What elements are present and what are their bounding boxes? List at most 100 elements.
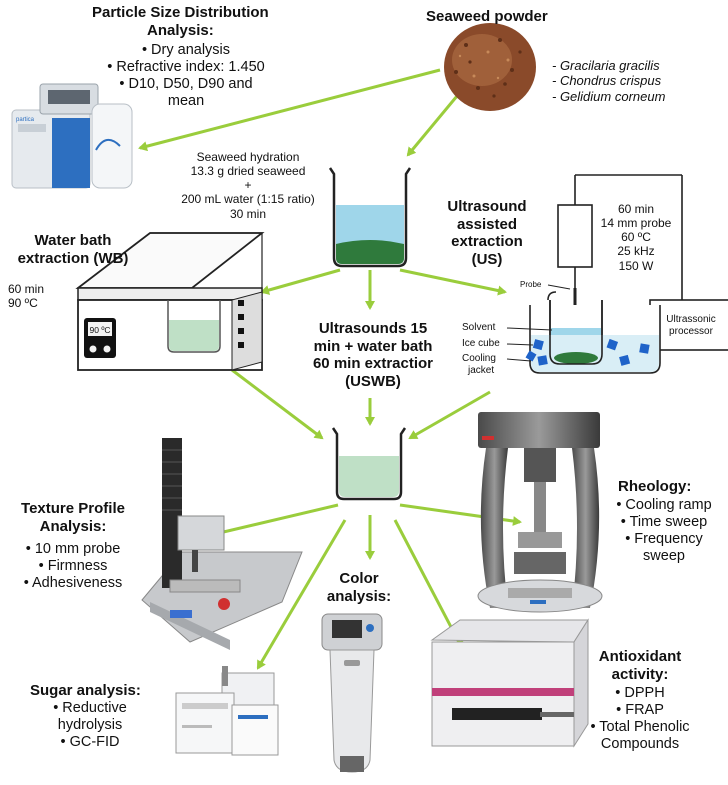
psd-item-4: mean (167, 93, 205, 110)
us-title-line-2: assisted (456, 215, 518, 233)
psd-title-line-1: Particle Size Distribution (92, 4, 269, 21)
ultrasonic-processor-label: Ultrassonic processor (652, 314, 728, 338)
colorimeter-image (321, 613, 383, 773)
us-title-line-3: extraction (451, 233, 523, 251)
wb-param-time: 60 min (8, 282, 45, 296)
extract-beaker-image (331, 427, 407, 501)
rheology-item-3: • Frequency (625, 531, 703, 548)
psd-title-line-2: Analysis: (147, 21, 214, 39)
rheology-item-4: sweep (643, 548, 685, 565)
water-bath-image (75, 232, 265, 371)
processor-label-2: processor (669, 325, 713, 337)
texture-analyzer-image (141, 438, 303, 650)
arrow-wb-to-extract (231, 368, 324, 440)
us-param-time: 60 min (617, 202, 655, 216)
us-solvent-label: Solvent (462, 322, 496, 333)
us-cooling-label-2: jacket (468, 364, 495, 376)
tpa-title-line-2: Analysis: (39, 517, 107, 535)
arrow-powder-to-psd (138, 68, 441, 152)
us-param-temp: 60 ºC (621, 230, 651, 245)
antioxidant-title-line-1: Antioxidant (598, 648, 682, 665)
psd-title: Particle Size Distribution Analysis: (92, 4, 269, 39)
arrow-powder-to-beaker (406, 89, 464, 157)
wb-title-line-2: extraction (WB) (17, 249, 129, 267)
us-params: 60 min 14 mm probe 60 ºC 25 kHz 150 W (598, 202, 674, 273)
rheology-items: • Cooling ramp • Time sweep • Frequency … (604, 497, 724, 565)
antioxidant-title-line-2: activity: (611, 665, 669, 683)
us-cooling-label-1: Cooling (462, 353, 496, 364)
arrow-us-to-extract (408, 390, 491, 440)
us-ice-label: Ice cube (462, 338, 500, 349)
color-title: Color analysis: (322, 570, 396, 605)
antioxidant-item-3: • Total Phenolic (590, 719, 690, 736)
us-title: Ultrasound assisted extraction (US) (432, 198, 542, 269)
psd-instrument-label: partica (16, 117, 35, 123)
microplate-reader-image (430, 618, 589, 748)
tpa-title: Texture Profile Analysis: (8, 500, 138, 535)
antioxidant-item-2: • FRAP (616, 702, 664, 719)
us-part-labels: Solvent Ice cube Cooling jacket (462, 322, 500, 377)
rheology-title: Rheology: (618, 478, 692, 495)
species-gracilaria: - Gracilaria gracilis (552, 58, 660, 73)
sugar-item-3: • GC-FID (60, 734, 120, 751)
seaweed-powder-image (444, 23, 536, 111)
antioxidant-item-4: Compounds (600, 736, 680, 753)
hydration-line-1: Seaweed hydration (196, 150, 300, 164)
us-param-freq: 25 kHz (617, 244, 655, 259)
species-gelidium: - Gelidium corneum (552, 88, 666, 104)
us-part-pointers (506, 284, 571, 362)
color-title-line-2: analysis: (326, 587, 392, 605)
psd-item-2: • Refractive index: 1.450 (107, 59, 265, 76)
seaweed-species-list: - Gracilaria gracilis - Chondrus crispus… (552, 58, 665, 104)
psd-item-1: • Dry analysis (141, 42, 231, 58)
arrow-extract-to-sugar (256, 519, 347, 670)
us-title-line-4: (US) (471, 251, 503, 269)
hydration-line-5: 30 min (229, 206, 267, 221)
tpa-item-3: • Adhesiveness (23, 575, 123, 592)
wb-title-line-1: Water bath (34, 232, 112, 249)
hydration-line-4: 200 mL water (1:15 ratio) (181, 192, 315, 207)
arrow-beaker-to-wb (260, 268, 341, 295)
us-param-power: 150 W (618, 258, 654, 273)
sugar-item-1: • Reductive (53, 700, 127, 716)
antioxidant-item-1: • DPPH (615, 685, 665, 701)
sugar-item-2: hydrolysis (57, 717, 123, 734)
hydration-beaker-image (328, 167, 412, 268)
sugar-title: Sugar analysis: (30, 682, 141, 699)
us-param-probe: 14 mm probe (600, 216, 672, 231)
antioxidant-title: Antioxidant activity: (582, 648, 698, 683)
wb-params: 60 min 90 ºC (8, 282, 44, 310)
rheology-item-2: • Time sweep (620, 514, 708, 531)
hydration-line-2: 13.3 g dried seaweed (190, 164, 306, 179)
wb-param-temp: 90 ºC (8, 296, 38, 311)
color-title-line-1: Color (339, 570, 379, 587)
rheometer-image (477, 412, 603, 613)
hydration-text: Seaweed hydration 13.3 g dried seaweed +… (168, 150, 328, 221)
processor-label-1: Ultrassonic (666, 314, 716, 325)
hydration-line-3: + (244, 178, 252, 193)
antioxidant-items: • DPPH • FRAP • Total Phenolic Compounds (578, 685, 702, 753)
us-title-line-1: Ultrasound (447, 198, 527, 215)
tpa-item-1: • 10 mm probe (25, 541, 121, 557)
particle-size-analyzer-image (11, 83, 133, 189)
species-chondrus: - Chondrus crispus (552, 73, 662, 89)
seaweed-powder-title: Seaweed powder (426, 8, 548, 25)
rheology-item-1: • Cooling ramp (616, 497, 712, 513)
tpa-item-2: • Firmness (38, 558, 108, 575)
tpa-items: • 10 mm probe • Firmness • Adhesiveness (4, 541, 142, 592)
tpa-title-line-1: Texture Profile (21, 500, 125, 517)
uswb-title-line-3: 60 min extractior (312, 355, 434, 373)
uswb-title-line-1: Ultrasounds 15 (318, 320, 428, 337)
psd-item-3: • D10, D50, D90 and (119, 76, 253, 93)
sugar-items: • Reductive hydrolysis • GC-FID (34, 700, 146, 751)
uswb-title-line-4: (USWB) (345, 373, 401, 391)
uswb-title: Ultrasounds 15 min + water bath 60 min e… (296, 320, 450, 391)
ice-cubes-image (525, 338, 650, 366)
psd-items: • Dry analysis • Refractive index: 1.450… (86, 42, 286, 110)
us-probe-label: Probe (520, 280, 542, 289)
uswb-title-line-2: min + water bath (313, 337, 433, 355)
wb-title: Water bath extraction (WB) (4, 232, 142, 267)
water-bath-display: 90 ºC (90, 325, 111, 335)
arrow-beaker-to-us (399, 268, 507, 296)
